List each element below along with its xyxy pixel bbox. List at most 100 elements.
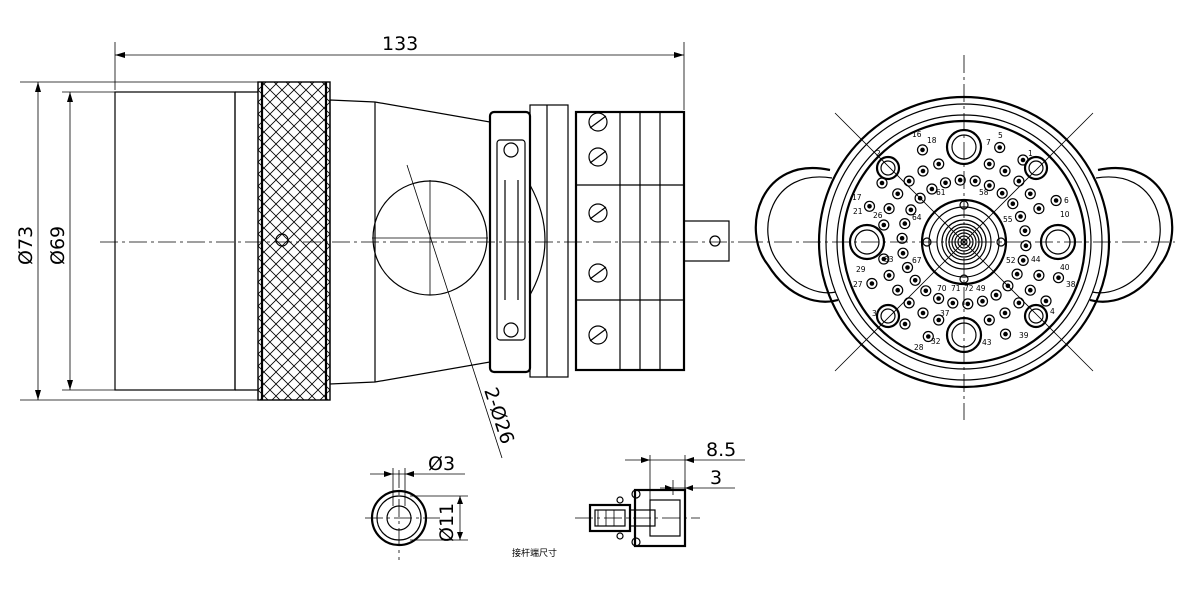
signal-contact-core (1043, 298, 1049, 304)
svg-text:61: 61 (936, 188, 946, 197)
svg-text:2: 2 (876, 149, 881, 158)
signal-contact (926, 183, 938, 195)
signal-contact (878, 219, 890, 231)
signal-contact (1033, 203, 1045, 215)
svg-text:37: 37 (940, 309, 950, 318)
svg-text:27: 27 (853, 280, 863, 289)
svg-text:43: 43 (982, 338, 992, 347)
signal-contact-core (920, 168, 926, 174)
signal-contact (917, 165, 929, 177)
signal-contact-core (936, 296, 941, 301)
signal-contact-core (1005, 283, 1011, 289)
signal-contact-core (926, 334, 931, 339)
signal-contact-core (993, 292, 999, 298)
signal-contact (1011, 268, 1023, 280)
signal-contact (905, 204, 917, 216)
svg-text:4: 4 (1050, 307, 1055, 316)
svg-text:44: 44 (1031, 255, 1041, 264)
svg-text:55: 55 (1003, 215, 1013, 224)
svg-text:3: 3 (872, 309, 877, 318)
signal-contact (892, 284, 904, 296)
signal-contact (1020, 240, 1032, 252)
signal-contact (996, 187, 1008, 199)
signal-contact-core (900, 250, 906, 256)
signal-contact-core (917, 195, 923, 201)
signal-contact (1033, 269, 1045, 281)
svg-text:58: 58 (979, 188, 989, 197)
signal-contact-core (1016, 178, 1022, 184)
signal-contact (922, 330, 934, 343)
signal-contact-core (886, 206, 892, 211)
signal-contact-core (881, 222, 887, 228)
signal-contact (999, 165, 1011, 177)
svg-text:40: 40 (1060, 263, 1070, 272)
signal-contact (1017, 154, 1029, 166)
svg-text:32: 32 (931, 337, 941, 346)
signal-contact-core (1018, 214, 1023, 219)
svg-text:64: 64 (912, 213, 922, 222)
svg-text:67: 67 (912, 256, 922, 265)
back-shell (114, 91, 236, 391)
signal-contact (897, 247, 909, 259)
signal-contact (876, 177, 888, 189)
signal-contact-core (987, 317, 992, 323)
pin-outer-diameter-label: Ø11 (436, 503, 458, 542)
outer-diameter-label: Ø73 (15, 226, 37, 265)
signal-contact (983, 314, 995, 326)
signal-contact-core (886, 273, 892, 278)
signal-contact (1007, 198, 1019, 210)
signal-contact-core (972, 178, 978, 184)
svg-text:16: 16 (912, 130, 922, 139)
signal-contact-core (1020, 157, 1026, 163)
signal-contact-core (1056, 275, 1061, 281)
inner-diameter-label: Ø69 (47, 226, 69, 265)
signal-contact (883, 203, 895, 215)
signal-contact (994, 141, 1006, 154)
svg-text:29: 29 (856, 265, 866, 274)
svg-text:49: 49 (976, 284, 986, 293)
large-contacts (848, 128, 1077, 354)
signal-contact-core (867, 204, 872, 209)
signal-contact-core (936, 161, 941, 167)
signal-contact (909, 274, 921, 286)
signal-contact (892, 188, 904, 200)
signal-contact-core (905, 265, 910, 270)
signal-contact-core (943, 180, 948, 186)
signal-contact (899, 218, 911, 230)
signal-contact (914, 192, 926, 204)
svg-text:72: 72 (964, 284, 974, 293)
signal-contact (933, 158, 945, 170)
signal-contact (1024, 284, 1036, 296)
signal-contact (939, 177, 952, 189)
svg-text:52: 52 (1006, 256, 1016, 265)
signal-contact (990, 289, 1002, 301)
signal-contact (983, 179, 996, 192)
signal-contact (1017, 254, 1029, 266)
signal-contact-core (987, 161, 992, 167)
signal-contact (1024, 188, 1036, 200)
signal-contact-core (1002, 310, 1008, 316)
svg-text:38: 38 (1066, 280, 1076, 289)
signal-contact (899, 318, 911, 330)
left-ear (754, 167, 839, 303)
signal-contact-core (1036, 206, 1042, 211)
signal-contact-core (1020, 258, 1026, 263)
signal-contact (920, 285, 932, 297)
caption: 接杆端尺寸 (512, 547, 557, 559)
tail-detail: 8.5 3 (575, 439, 745, 548)
pin-diameter-label: Ø3 (428, 453, 455, 475)
signal-contact (878, 253, 890, 265)
signal-contact-core (987, 183, 992, 188)
signal-contact-core (920, 310, 926, 316)
svg-text:28: 28 (914, 343, 924, 352)
signal-contact (896, 232, 908, 244)
tail-step-label: 3 (710, 467, 722, 489)
svg-text:6: 6 (1064, 196, 1069, 205)
signal-contact-core (936, 317, 941, 323)
small-contacts (863, 141, 1065, 343)
side-view: 133 Ø73 Ø69 2-Ø26 (15, 33, 745, 459)
signal-contact (883, 269, 895, 281)
signal-contact (903, 175, 915, 187)
signal-contact-core (1036, 273, 1042, 278)
